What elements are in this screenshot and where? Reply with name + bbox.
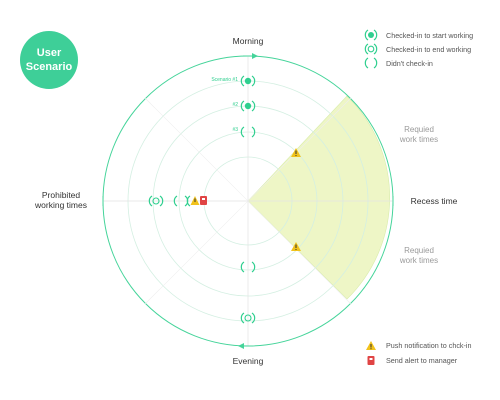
arrow-top-icon	[252, 53, 258, 59]
required-lower-line-2: work times	[399, 256, 439, 265]
badge-line-1: User	[36, 47, 62, 59]
scenario-2-marker	[240, 100, 256, 112]
arrow-bottom-icon	[238, 343, 244, 349]
scenario-1-marker	[240, 75, 256, 87]
left-warning-icon	[190, 196, 200, 205]
scenario-3-label: #3	[232, 127, 238, 133]
scenario-1-label: Scenario #1	[211, 77, 238, 83]
alert-icon	[360, 355, 382, 366]
prohibited-line-2: working times	[35, 200, 87, 210]
scenario-3-marker	[240, 126, 256, 138]
legend-item-checked-in-end: Checked-in to end working	[360, 43, 471, 55]
legend-item-didnt-check-in: Didn't check-in	[360, 57, 433, 69]
legend-item-checked-in-start: Checked-in to start working	[360, 29, 473, 41]
legend-label: Didn't check-in	[386, 58, 433, 68]
left-alert-icon	[200, 196, 207, 205]
checked-in-start-icon	[360, 29, 382, 41]
bottom-didnt-check-in-marker	[240, 261, 256, 273]
legend-label: Push notification to chck-in	[386, 341, 472, 350]
bottom-checked-in-end-marker	[240, 312, 256, 324]
badge-line-2: Scenario	[25, 61, 73, 73]
checked-in-end-icon	[360, 43, 382, 55]
axis-label-evening: Evening	[232, 356, 264, 366]
axis-label-prohibited: Prohibited working times	[22, 190, 100, 210]
warning-lower-icon	[291, 242, 301, 251]
legend-label: Checked-in to end working	[386, 44, 472, 54]
axis-label-morning: Morning	[232, 36, 264, 46]
didnt-check-in-icon	[360, 57, 382, 69]
diagonal-2	[144, 97, 352, 305]
warning-icon	[360, 340, 382, 351]
required-work-times-lower: Requied work times	[389, 246, 449, 266]
prohibited-line-1: Prohibited	[41, 190, 81, 200]
required-work-sector	[247, 95, 390, 300]
left-didnt-check-in-marker-2	[186, 195, 191, 207]
legend-item-send-alert: Send alert to manager	[360, 355, 457, 366]
axis-label-recess: Recess time	[410, 196, 458, 206]
legend-item-push-notification: Push notification to chck-in	[360, 340, 472, 351]
warning-upper-icon	[291, 148, 301, 157]
required-upper-line-2: work times	[399, 135, 439, 144]
scenario-2-label: #2	[232, 102, 238, 108]
required-lower-line-1: Requied	[404, 246, 434, 255]
legend-label: Checked-in to start working	[386, 30, 474, 40]
left-checked-in-end-marker	[148, 195, 164, 207]
legend-label: Send alert to manager	[386, 356, 458, 365]
required-work-times-upper: Requied work times	[389, 125, 449, 145]
required-upper-line-1: Requied	[404, 125, 434, 134]
